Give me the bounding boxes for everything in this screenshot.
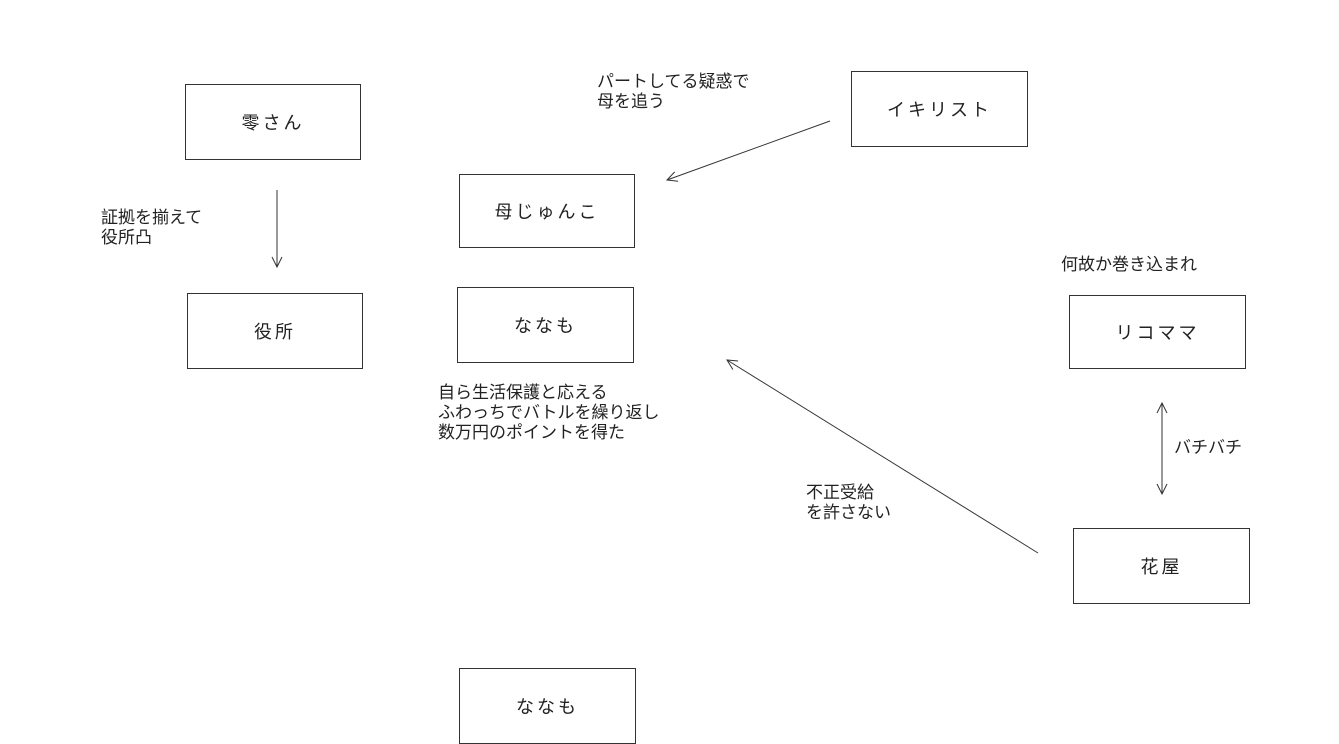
arrow-hanaya-to-nanamo <box>727 360 1039 554</box>
label-line: 自ら生活保護と応える <box>438 383 608 403</box>
node-label: 零さん <box>241 113 305 134</box>
label-line: 不正受給 <box>806 483 874 503</box>
label-rei-to-yakusho: 証拠を揃えて役所凸 <box>101 208 202 248</box>
node-rei: 零さん <box>185 84 361 160</box>
label-nanamo-note: 自ら生活保護と応えるふわっちでバトルを繰り返し数万円のポイントを得た <box>438 383 660 443</box>
node-rikomama: リコママ <box>1069 295 1246 369</box>
node-yakusho: 役所 <box>187 293 363 369</box>
node-ikirisuto: イキリスト <box>851 71 1028 147</box>
label-rikomama-note: 何故か巻き込まれ <box>1061 255 1197 275</box>
arrows-layer <box>0 120 1339 554</box>
node-label: 母じゅんこ <box>494 202 600 223</box>
label-rikomama-hanaya: バチバチ <box>1174 438 1242 458</box>
label-line: 役所凸 <box>101 228 152 248</box>
label-line: を許さない <box>806 503 891 523</box>
node-label: ななも <box>516 697 579 718</box>
label-ikirisuto-to-haha: パートしてる疑惑で母を追う <box>597 72 750 112</box>
node-label: 花屋 <box>1140 557 1183 578</box>
node-haha: 母じゅんこ <box>459 174 635 248</box>
label-hanaya-to-nanamo: 不正受給を許さない <box>806 483 891 523</box>
node-label: リコママ <box>1115 323 1200 344</box>
label-line: ふわっちでバトルを繰り返し <box>438 403 660 423</box>
node-label: ななも <box>514 316 577 337</box>
node-hanaya: 花屋 <box>1073 528 1250 604</box>
node-label: 役所 <box>254 322 296 343</box>
node-label: イキリスト <box>887 100 992 121</box>
label-line: パートしてる疑惑で <box>597 72 750 92</box>
node-nanamo-bottom: ななも <box>459 668 636 744</box>
label-line: 母を追う <box>597 92 665 112</box>
label-line: 証拠を揃えて <box>101 208 203 228</box>
arrow-ikirisuto-to-haha <box>667 120 831 180</box>
node-nanamo: ななも <box>457 287 634 363</box>
label-line: 数万円のポイントを得た <box>438 423 625 443</box>
